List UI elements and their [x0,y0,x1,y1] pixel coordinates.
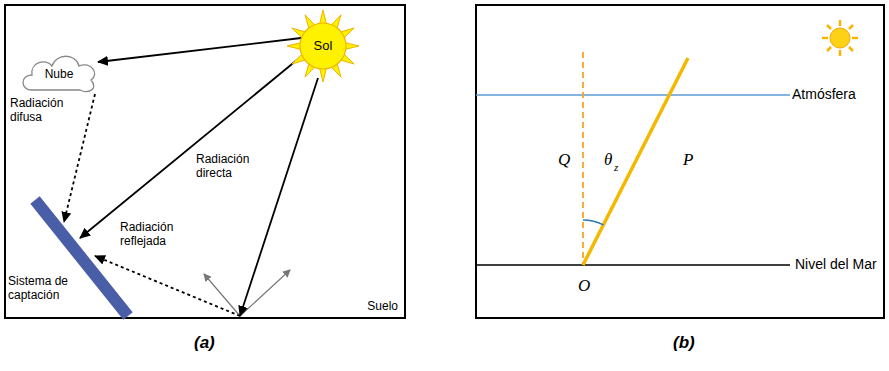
zenith-line [582,52,584,265]
radiation-arrow [240,78,318,316]
angle-symbol: θ [604,150,612,170]
panel-tag: (a) [194,333,215,353]
collector-label: Sistema de captación [8,274,74,302]
ground-label: Suelo [340,299,398,313]
radiation-arrow [98,38,301,62]
layer-label: Atmósfera [792,86,856,102]
radiation-arrow [80,55,303,238]
cloud-label: Nube [24,67,94,81]
sun-shape: Sol [283,10,363,82]
sea-level-line [476,264,790,266]
angle-subscript: z [614,161,618,174]
panel-frame [476,5,884,318]
edge-label: Radiación reflejada [120,220,188,248]
atmosphere-line [476,94,790,96]
scatter-arrow [204,274,240,316]
angle-arc [583,220,603,225]
edge-label: Radiación difusa [10,96,72,124]
edge-label: Radiación directa [196,152,260,180]
sun-ray [583,58,688,265]
ground-band: Suelo [150,296,402,318]
cloud-shape: Nube [18,50,100,94]
point-label: P [683,150,693,170]
panel-tag: (b) [673,333,695,353]
collector-panel: Sistema de captación [6,196,140,318]
point-label: Q [558,150,570,170]
point-label: O [578,276,590,296]
small-sun [822,20,858,56]
panel-frame [5,5,405,318]
layer-label: Nivel del Mar [795,256,877,272]
sun-label: Sol [283,39,363,53]
ground-band-outline [150,296,402,318]
